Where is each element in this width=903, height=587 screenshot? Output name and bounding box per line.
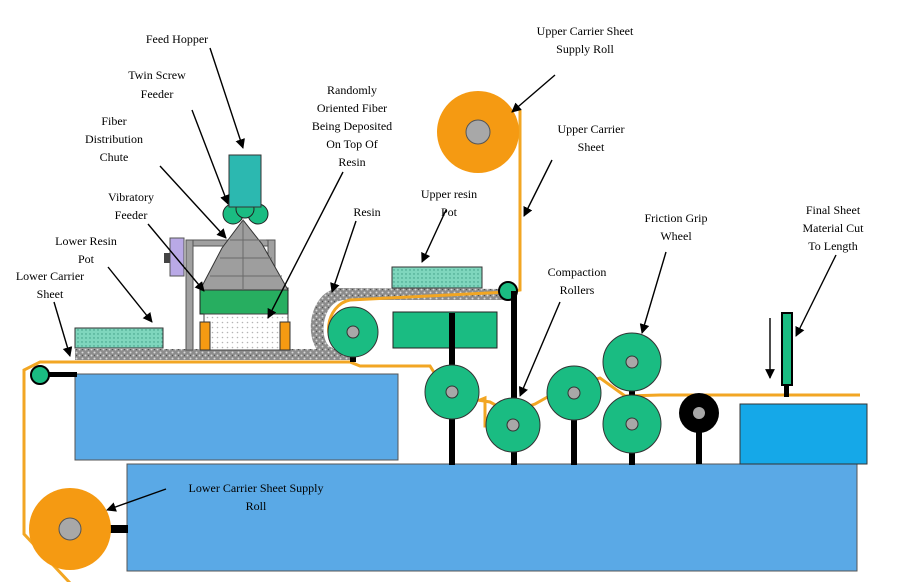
svg-text:Upper resin: Upper resin — [421, 187, 477, 201]
svg-text:Chute: Chute — [100, 150, 129, 164]
leader-arrows — [53, 47, 837, 512]
svg-text:Sheet: Sheet — [578, 140, 605, 154]
label-feed-hopper: Feed Hopper — [146, 32, 208, 46]
compaction-block — [392, 311, 498, 349]
compaction-roller-3 — [546, 365, 602, 421]
svg-text:Supply Roll: Supply Roll — [556, 42, 614, 56]
label-randomly-oriented-fiber: Randomly Oriented Fiber Being Deposited … — [312, 83, 392, 169]
upper-resin-pot — [391, 266, 483, 289]
label-upper-carrier-sheet-supply-roll: Upper Carrier Sheet Supply Roll — [537, 24, 634, 56]
lower-carrier-supply-roll — [29, 488, 128, 570]
svg-text:Pot: Pot — [441, 205, 458, 219]
svg-text:Fiber: Fiber — [101, 114, 126, 128]
feed-hopper — [228, 154, 262, 208]
svg-text:Rollers: Rollers — [560, 283, 595, 297]
svg-text:Twin Screw: Twin Screw — [128, 68, 186, 82]
svg-text:Material Cut: Material Cut — [803, 221, 865, 235]
label-lower-resin-pot: Lower Resin Pot — [55, 234, 117, 266]
compaction-roller-1 — [424, 364, 480, 420]
fiber-distribution-chute — [199, 219, 289, 291]
label-twin-screw-feeder: Twin Screw Feeder — [128, 68, 186, 101]
compaction-roller-2 — [485, 397, 541, 453]
deposit-mesh — [203, 313, 289, 351]
label-upper-resin-pot: Upper resin Pot — [421, 187, 477, 219]
svg-text:Upper Carrier: Upper Carrier — [558, 122, 625, 136]
label-lower-carrier-sheet-supply-roll: Lower Carrier Sheet Supply Roll — [189, 481, 324, 513]
right-support-block — [279, 321, 291, 351]
svg-text:Resin: Resin — [338, 155, 365, 169]
svg-text:Sheet: Sheet — [37, 287, 64, 301]
svg-text:Feed Hopper: Feed Hopper — [146, 32, 208, 46]
resin-layer-lower — [75, 349, 355, 360]
resin-roller — [327, 306, 379, 358]
conveyor-table — [74, 373, 399, 461]
svg-text:Lower Carrier: Lower Carrier — [16, 269, 84, 283]
svg-text:Lower Carrier Sheet Supply: Lower Carrier Sheet Supply — [189, 481, 324, 495]
lower-resin-pot — [74, 327, 164, 349]
label-upper-carrier-sheet: Upper Carrier Sheet — [558, 122, 625, 154]
svg-text:Feeder: Feeder — [115, 208, 148, 222]
svg-text:Randomly: Randomly — [327, 83, 377, 97]
label-vibratory-feeder: Vibratory Feeder — [108, 190, 154, 222]
svg-text:Final Sheet: Final Sheet — [806, 203, 861, 217]
friction-grip-wheel-top — [602, 332, 662, 392]
svg-text:On Top Of: On Top Of — [326, 137, 378, 151]
svg-text:Wheel: Wheel — [660, 229, 692, 243]
cutter-blade — [781, 312, 793, 397]
svg-text:Oriented Fiber: Oriented Fiber — [317, 101, 387, 115]
label-friction-grip-wheel: Friction Grip Wheel — [645, 211, 708, 243]
label-compaction-rollers: Compaction Rollers — [548, 265, 607, 297]
label-resin: Resin — [353, 205, 380, 219]
cutter-table — [739, 403, 868, 465]
label-lower-carrier-sheet: Lower Carrier Sheet — [16, 269, 84, 301]
label-fiber-distribution-chute: Fiber Distribution Chute — [85, 114, 143, 164]
svg-text:Resin: Resin — [353, 205, 380, 219]
drive-wheel — [679, 393, 719, 433]
left-support-block — [199, 321, 211, 351]
svg-text:Compaction: Compaction — [548, 265, 607, 279]
svg-text:Upper Carrier Sheet: Upper Carrier Sheet — [537, 24, 634, 38]
svg-text:Pot: Pot — [78, 252, 95, 266]
lower-machine-base — [126, 463, 858, 572]
lower-sheet-idler-roller — [30, 365, 50, 385]
svg-text:Being Deposited: Being Deposited — [312, 119, 392, 133]
resin-layer-curve — [310, 288, 515, 360]
friction-grip-wheel-bottom — [602, 394, 662, 454]
vibratory-feeder — [199, 287, 289, 315]
svg-text:Vibratory: Vibratory — [108, 190, 154, 204]
svg-text:Roll: Roll — [246, 499, 267, 513]
label-final-sheet: Final Sheet Material Cut To Length — [803, 203, 865, 253]
svg-text:To Length: To Length — [808, 239, 857, 253]
upper-carrier-supply-roll — [437, 91, 519, 173]
svg-text:Feeder: Feeder — [141, 87, 174, 101]
svg-text:Distribution: Distribution — [85, 132, 143, 146]
svg-text:Lower Resin: Lower Resin — [55, 234, 117, 248]
svg-text:Friction Grip: Friction Grip — [645, 211, 708, 225]
